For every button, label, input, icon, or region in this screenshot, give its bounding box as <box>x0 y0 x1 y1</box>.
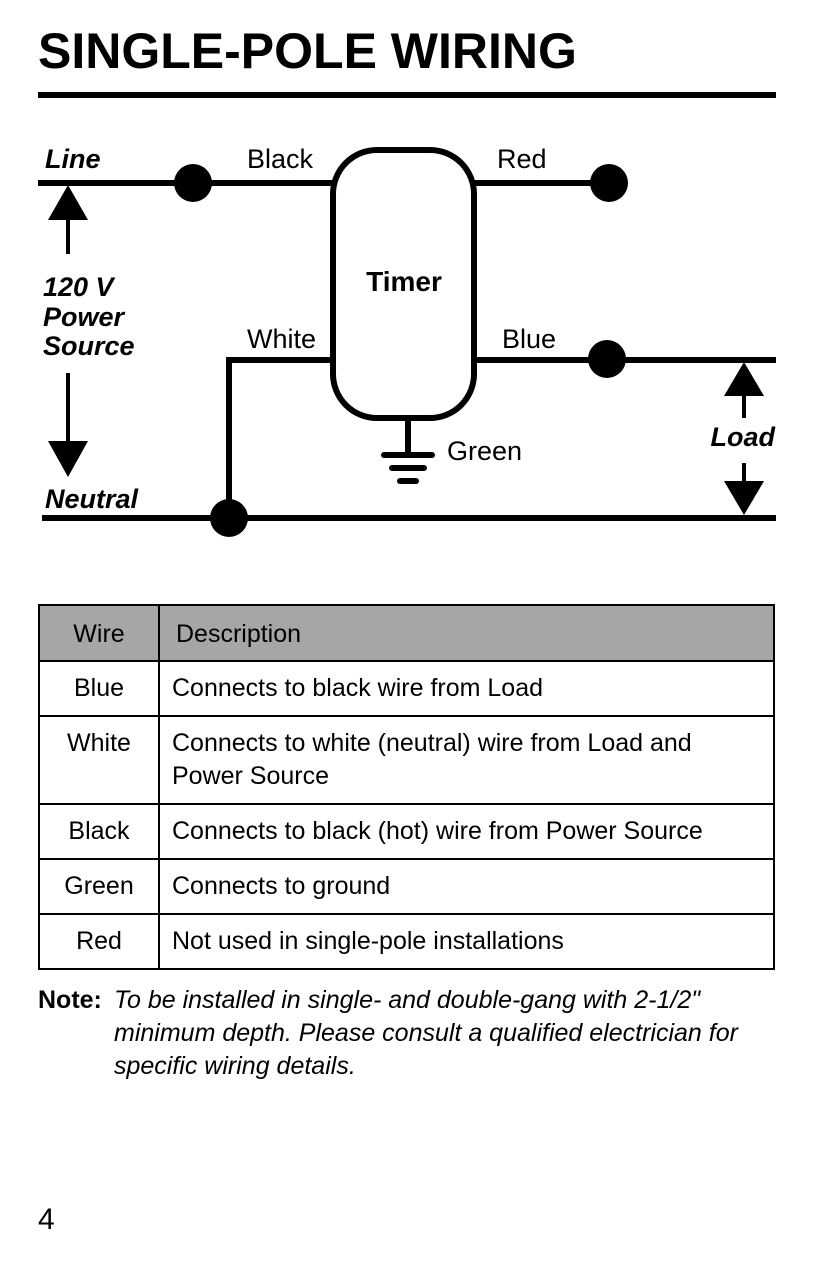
black-wire-label: Black <box>247 144 314 174</box>
ground-icon <box>381 418 435 484</box>
red-wire-label: Red <box>497 144 547 174</box>
installation-note: Note: To be installed in single- and dou… <box>38 984 778 1083</box>
load-arrow-up-icon <box>724 362 764 418</box>
source-arrow-down-icon <box>48 373 88 477</box>
load-arrow-down-icon <box>724 463 764 515</box>
wire-cell: Green <box>38 858 160 915</box>
wire-cell: Blue <box>38 660 160 717</box>
header-wire: Wire <box>38 604 160 662</box>
timer-box <box>330 147 477 421</box>
table-row: Black Connects to black (hot) wire from … <box>38 803 775 860</box>
wiring-diagram: Line Black Red Timer White Blue Green Lo… <box>38 144 776 537</box>
line-label: Line <box>45 144 101 174</box>
header-description: Description <box>158 604 775 662</box>
neutral-label: Neutral <box>45 484 139 514</box>
table-row: Green Connects to ground <box>38 858 775 915</box>
source-label-line3: Source <box>43 331 135 361</box>
title-rule <box>38 92 776 98</box>
timer-label: Timer <box>366 266 442 297</box>
source-label-line2: Power <box>43 302 126 332</box>
white-wire-label: White <box>247 324 316 354</box>
note-label: Note: <box>38 986 102 1014</box>
note-text: To be installed in single- and double-ga… <box>114 986 738 1080</box>
table-row: White Connects to white (neutral) wire f… <box>38 715 775 805</box>
red-wire-cap-dot <box>590 164 628 202</box>
white-wire <box>226 357 333 517</box>
description-cell: Connects to white (neutral) wire from Lo… <box>158 715 775 805</box>
page-number: 4 <box>38 1203 55 1236</box>
blue-splice-dot <box>588 340 626 378</box>
wire-cell: Black <box>38 803 160 860</box>
description-cell: Connects to black (hot) wire from Power … <box>158 803 775 860</box>
description-cell: Connects to ground <box>158 858 775 915</box>
blue-wire-label: Blue <box>502 324 556 354</box>
wire-cell: White <box>38 715 160 805</box>
line-splice-dot <box>174 164 212 202</box>
description-cell: Connects to black wire from Load <box>158 660 775 717</box>
wire-description-table: Wire Description Blue Connects to black … <box>38 604 775 970</box>
source-arrow-up-icon <box>48 185 88 254</box>
table-row: Red Not used in single-pole installation… <box>38 913 775 970</box>
page-title: SINGLE-POLE WIRING <box>38 23 577 79</box>
neutral-splice-dot <box>210 499 248 537</box>
table-header-row: Wire Description <box>38 604 775 662</box>
source-label-line1: 120 V <box>43 272 116 302</box>
wire-cell: Red <box>38 913 160 970</box>
description-cell: Not used in single-pole installations <box>158 913 775 970</box>
load-label: Load <box>711 422 776 452</box>
green-wire-label: Green <box>447 436 522 466</box>
table-row: Blue Connects to black wire from Load <box>38 660 775 717</box>
